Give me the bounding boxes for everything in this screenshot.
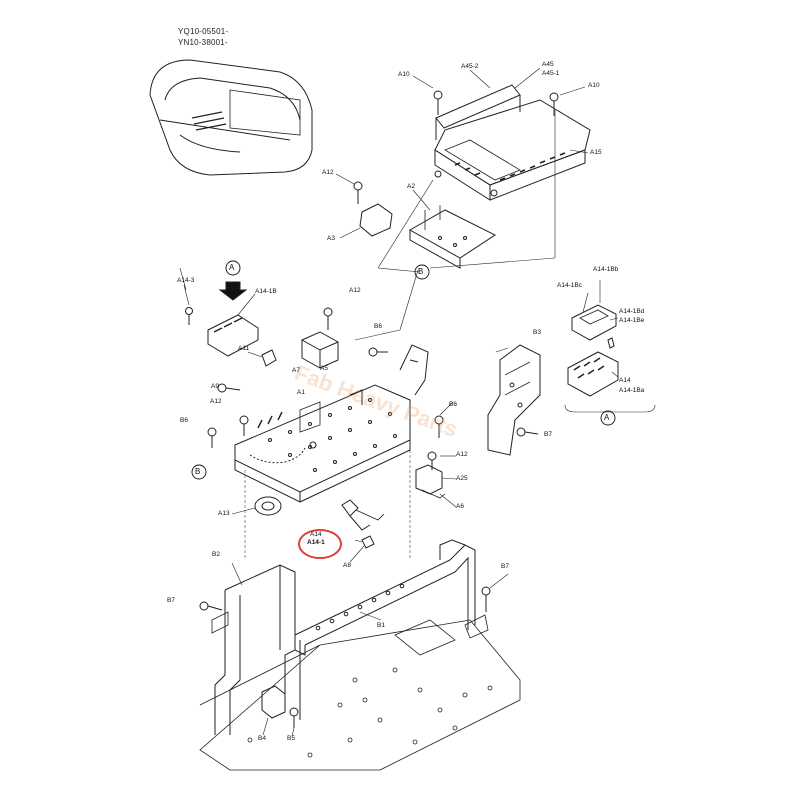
label-a14: A14	[619, 377, 631, 384]
relay-a5	[301, 307, 388, 369]
label-a14-1bb: A14-1Bb	[593, 266, 619, 273]
label-a10-right: A10	[588, 82, 600, 89]
label-a14-1: A14-1	[307, 539, 325, 546]
label-a10-left: A10	[398, 71, 410, 78]
leader-lines	[335, 67, 589, 341]
dashed-guides	[244, 450, 411, 560]
label-a1: A1	[297, 389, 305, 396]
highlight-ring	[298, 529, 342, 559]
label-a8: A8	[343, 562, 351, 569]
bracket-a2	[353, 181, 497, 269]
label-a14-partial: A14	[310, 531, 322, 538]
label-b1: B1	[377, 622, 385, 629]
base-bolts	[207, 383, 446, 499]
label-a12-right: A12	[456, 451, 468, 458]
label-b3: B3	[533, 329, 541, 336]
label-a12-left: A12	[210, 398, 222, 405]
callout-b-left-ring	[191, 464, 207, 480]
label-a14-1bd: A14-1Bd	[619, 308, 645, 315]
label-a2: A2	[407, 183, 415, 190]
label-b4: B4	[258, 735, 266, 742]
frame-b1	[199, 539, 491, 735]
label-b6-mid: B6	[374, 323, 382, 330]
callout-b-left: B	[195, 467, 201, 476]
callout-b-top: B	[418, 267, 424, 276]
callout-a-detail: A	[604, 413, 610, 422]
label-b5: B5	[287, 735, 295, 742]
callout-a-left: A	[229, 263, 235, 272]
floor-plate	[199, 619, 521, 771]
label-a9: A9	[211, 383, 219, 390]
label-b6-left: B6	[180, 417, 188, 424]
serial-range-1: YQ10-05501-	[178, 27, 229, 36]
label-b7-left: B7	[167, 597, 175, 604]
serial-range-2: YN10-38001-	[178, 38, 228, 47]
connector-a14-1b	[183, 281, 277, 367]
label-b7-right: B7	[544, 431, 552, 438]
label-a25: A25	[456, 475, 468, 482]
label-a11: A11	[238, 345, 250, 352]
label-b2: B2	[212, 551, 220, 558]
callout-a-detail-ring	[600, 410, 616, 426]
label-a45: A45	[542, 61, 554, 68]
machine-overview	[149, 59, 313, 176]
label-a14-1be: A14-1Be	[619, 317, 645, 324]
label-a13: A13	[218, 510, 230, 517]
label-a14-3: A14-3	[177, 277, 195, 284]
label-a5: A5	[320, 365, 328, 372]
label-a14-1ba: A14-1Ba	[619, 387, 645, 394]
label-a45-2: A45-2	[461, 63, 479, 70]
label-a12-mid: A12	[349, 287, 361, 294]
bracket-b3	[487, 344, 541, 456]
callout-a-left-ring	[225, 260, 241, 276]
controller-assembly	[433, 84, 591, 201]
label-a7: A7	[292, 367, 300, 374]
label-b7-frame: B7	[501, 563, 509, 570]
label-a14-1b: A14-1B	[255, 288, 277, 295]
label-a45-1: A45-1	[542, 70, 560, 77]
leader-lines-lower	[179, 267, 509, 737]
callout-b-top-ring	[414, 264, 430, 280]
label-a3: A3	[327, 235, 335, 242]
parts-b4-b5	[261, 685, 299, 728]
label-a12-top: A12	[322, 169, 334, 176]
label-a14-1bc: A14-1Bc	[557, 282, 582, 289]
grommet-a13	[231, 496, 385, 549]
label-a6: A6	[456, 503, 464, 510]
label-b6-right: B6	[449, 401, 457, 408]
detail-a-connector	[564, 280, 656, 413]
label-a15: A15	[590, 149, 602, 156]
